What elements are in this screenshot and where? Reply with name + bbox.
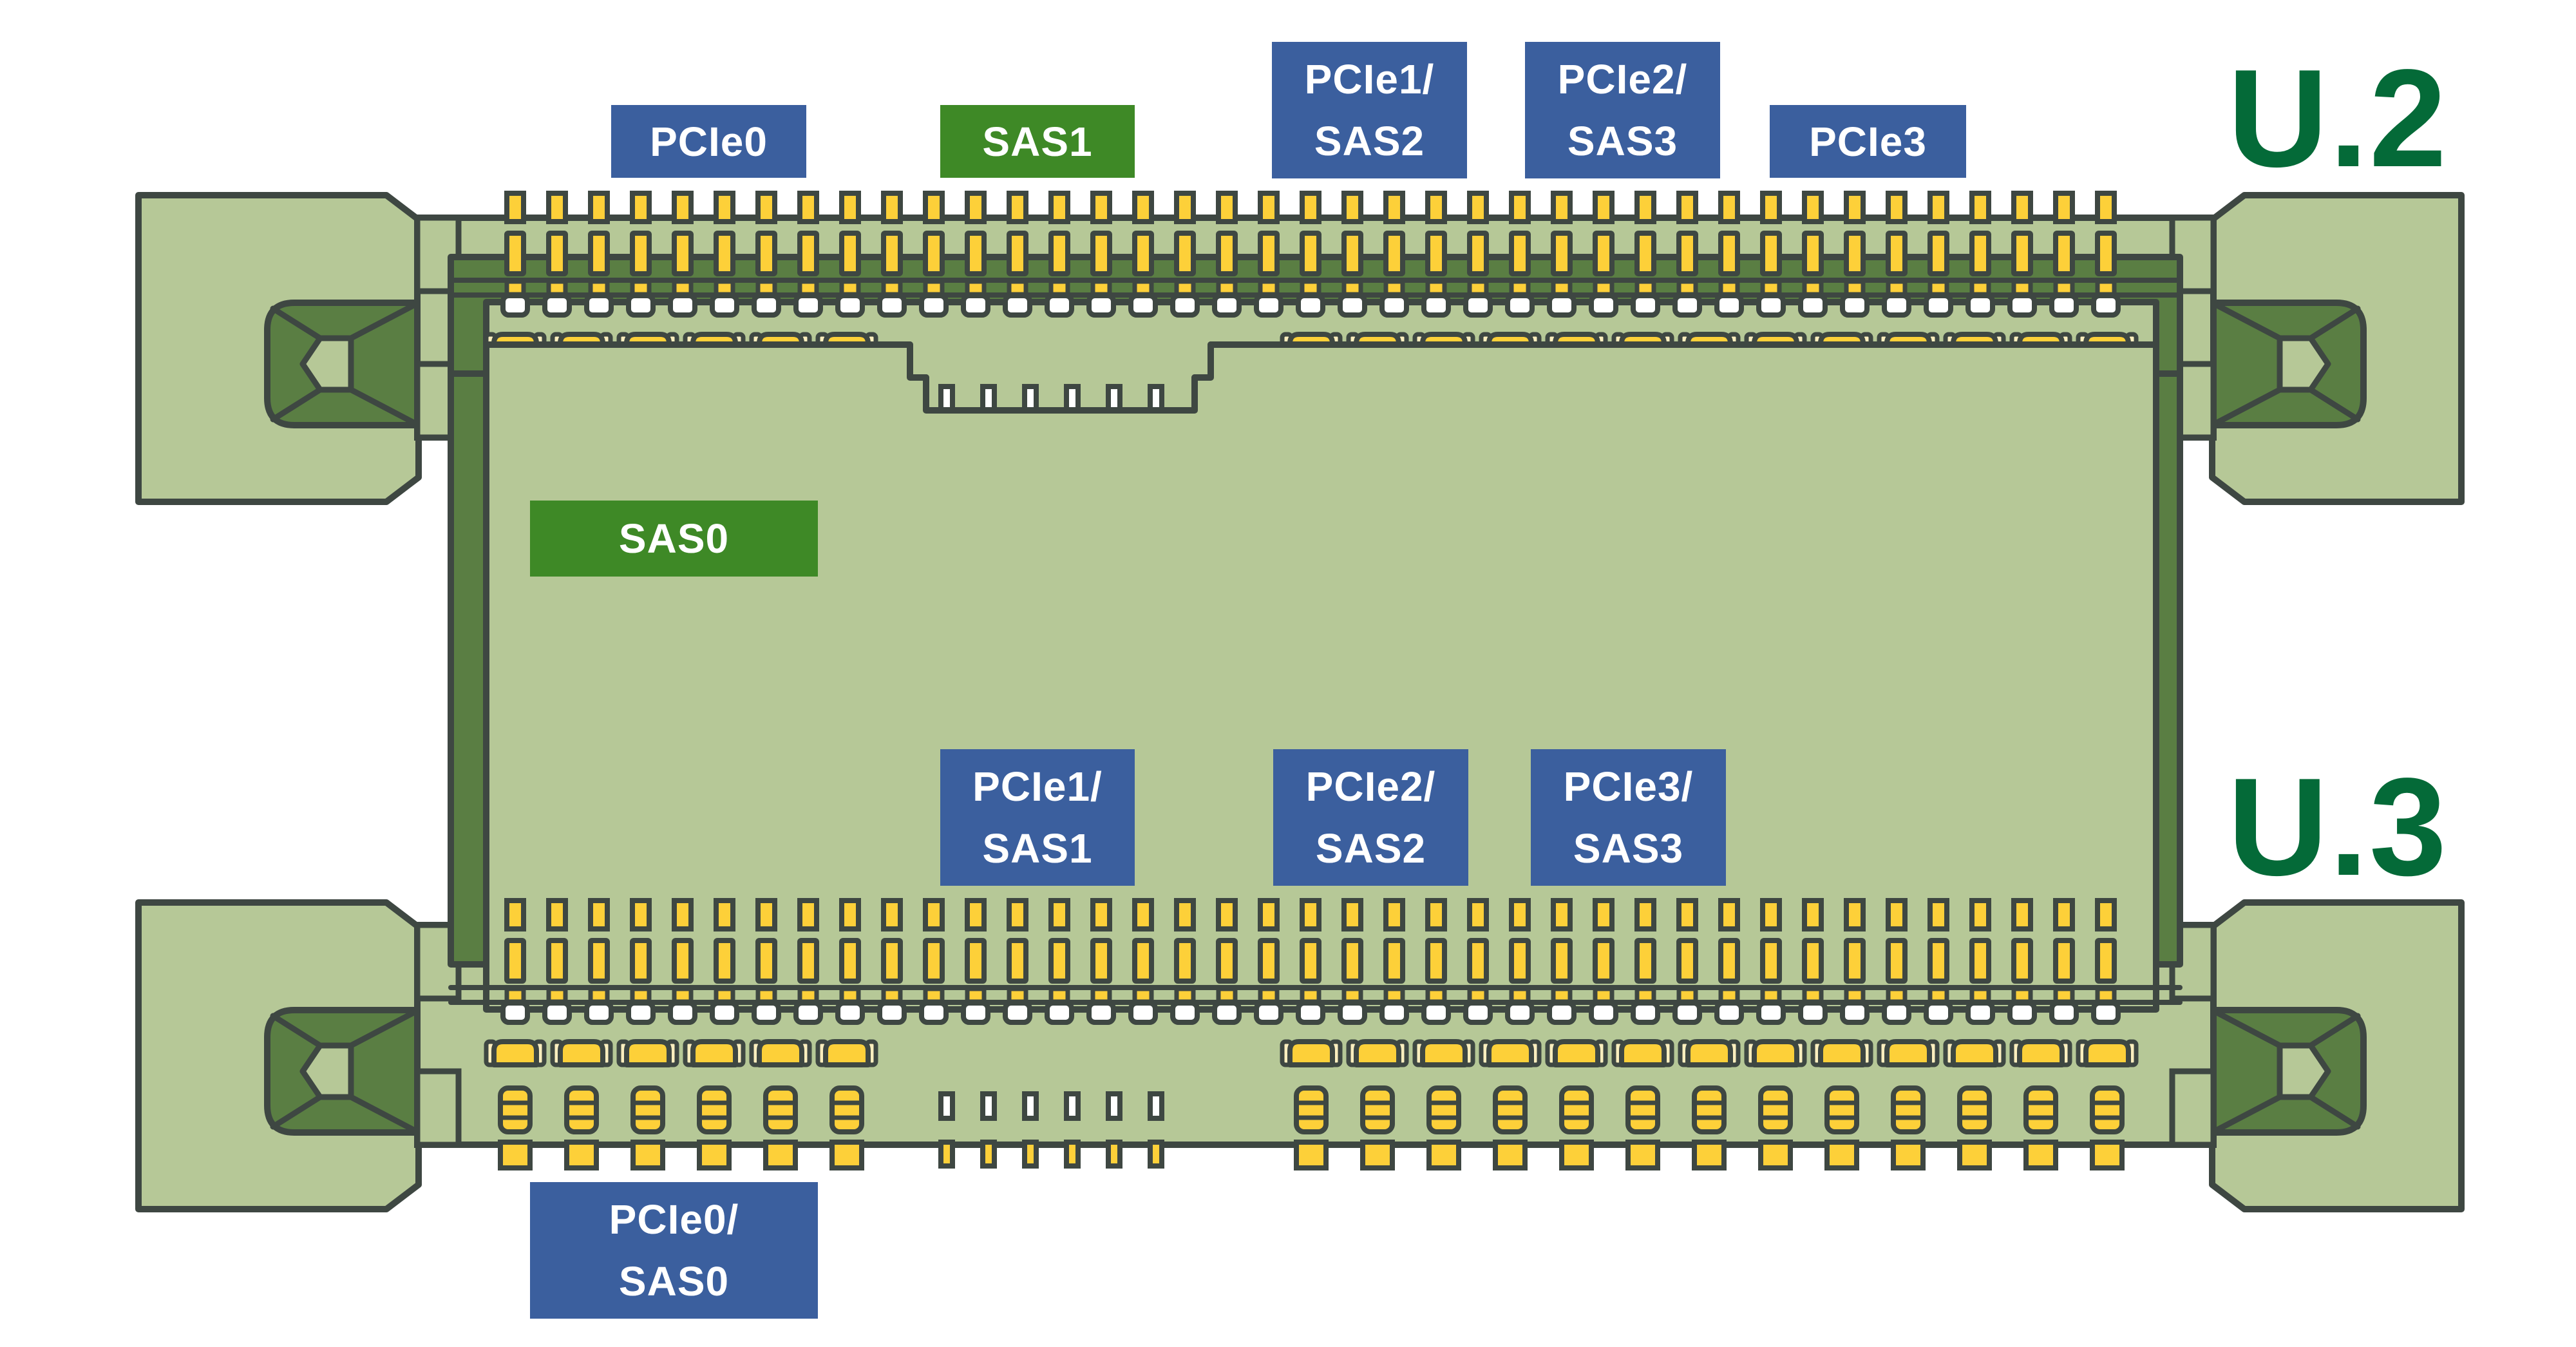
u2-connector-top-pin-row (504, 191, 2117, 224)
label-sas0: SAS0 (530, 501, 818, 577)
u3-connector-contact-strip (448, 985, 2183, 1005)
u2-connector-left-latch-funnel (264, 300, 422, 428)
u3-connector-mid-pad-row (484, 1039, 2139, 1067)
label-pcie2-sas3: PCIe2/ SAS3 (1525, 42, 1720, 178)
label-sas1: SAS1 (940, 105, 1135, 178)
u3-connector-left-latch-funnel (264, 1007, 422, 1136)
label-pcie0: PCIe0 (611, 105, 806, 178)
u2-connector-socket-contact-row (500, 293, 2121, 318)
u3-connector-right-latch-funnel (2209, 1007, 2367, 1136)
u2-connector-long-pin-row (504, 231, 2117, 276)
u3-connector-long-pin-row (504, 938, 2117, 984)
u3-connector-triple-pad-row (498, 1085, 2125, 1134)
label-pcie2-sas2: PCIe2/ SAS2 (1273, 749, 1468, 886)
u3-connector (135, 341, 2465, 1212)
title-u3: U.3 (2227, 749, 2448, 904)
label-pcie1-sas2: PCIe1/ SAS2 (1272, 42, 1467, 178)
u3-connector-socket-contact-row (500, 1000, 2121, 1025)
u3-connector-top-pin-row (504, 898, 2117, 931)
u3-connector-slot-island (483, 341, 2159, 1013)
label-pcie3-sas3: PCIe3/ SAS3 (1531, 749, 1726, 886)
u2-connector-right-latch-funnel (2209, 300, 2367, 428)
label-pcie1-sas1: PCIe1/ SAS1 (940, 749, 1135, 886)
title-u2: U.2 (2227, 40, 2448, 196)
label-pcie3: PCIe3 (1770, 105, 1966, 178)
u3-connector-bottom-pin-row (498, 1140, 2125, 1170)
u3-connector-key-pin-row (938, 1091, 1164, 1121)
label-pcie0-sas0: PCIe0/ SAS0 (530, 1182, 818, 1319)
